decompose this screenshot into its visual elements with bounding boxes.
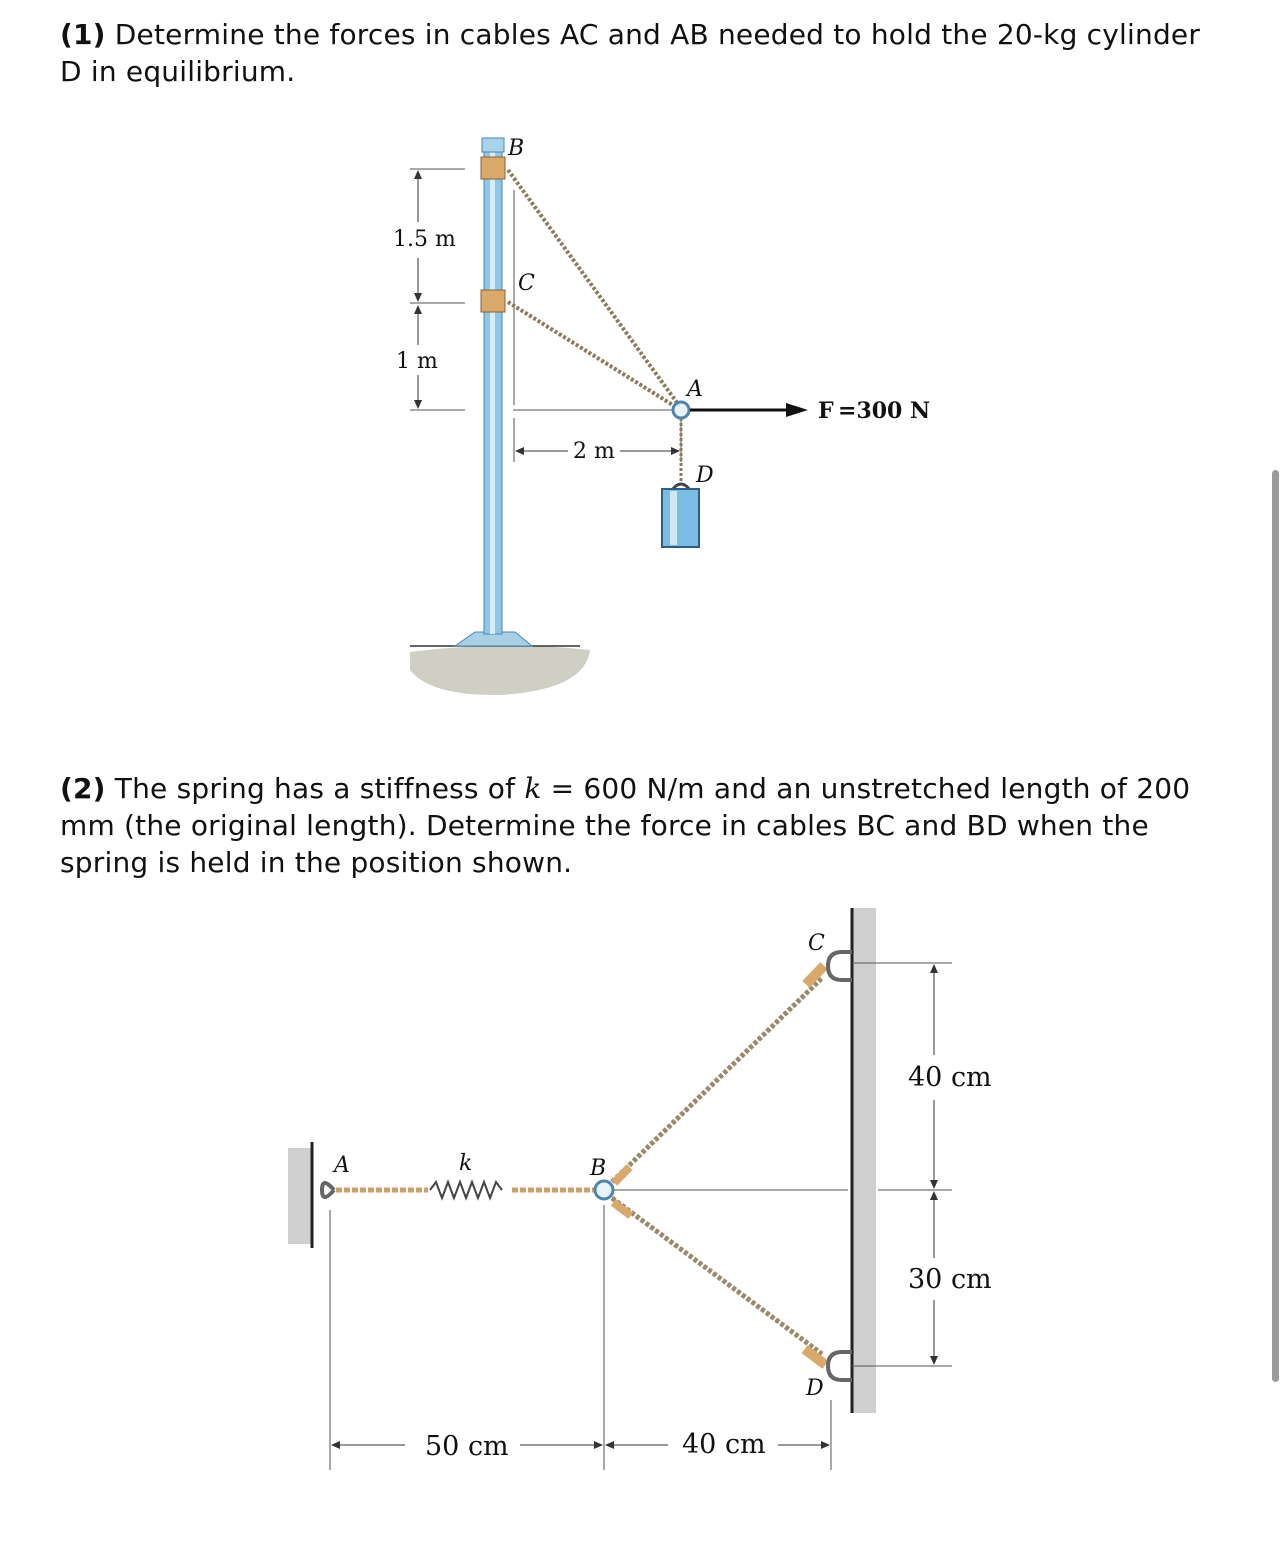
problem-2-number: (2) xyxy=(60,772,106,805)
anchor-d xyxy=(826,1350,852,1382)
dim-1-label: 1 m xyxy=(396,349,438,374)
scrollbar[interactable] xyxy=(1272,470,1279,1382)
label-c: C xyxy=(518,271,535,296)
dim-1-5-label: 1.5 m xyxy=(393,227,456,252)
fitting-d xyxy=(801,1345,829,1369)
dim-2-label: 2 m xyxy=(573,439,615,464)
problem-2-text-a: The spring has a stiffness of xyxy=(114,772,516,805)
label-d: D xyxy=(805,1376,824,1401)
problem-2-text-b: = 600 N/m and an unstretched length of 2… xyxy=(60,772,1191,879)
dim-40-horizontal-label: 40 cm xyxy=(682,1429,766,1460)
anchor-a xyxy=(319,1181,336,1199)
problem-1-text: Determine the forces in cables AC and AB… xyxy=(60,18,1201,88)
fitting-bd xyxy=(610,1199,634,1219)
dim-arrow xyxy=(671,447,680,455)
pole-cap xyxy=(481,137,505,153)
cylinder-d xyxy=(661,488,700,548)
cable-bd xyxy=(610,1195,824,1357)
pole-highlight xyxy=(490,150,495,634)
left-wall xyxy=(288,1148,312,1244)
problem-1: (1) Determine the forces in cables AC an… xyxy=(60,16,1230,90)
dim-arrow xyxy=(414,293,422,302)
label-b: B xyxy=(507,136,524,161)
dim-arrow xyxy=(515,447,524,455)
problem-2-k-symbol: k xyxy=(524,772,542,805)
label-a: A xyxy=(685,377,703,402)
dim-arrow xyxy=(930,1356,938,1365)
problem-1-number: (1) xyxy=(60,18,106,51)
dim-arrow xyxy=(930,1191,938,1200)
fitting-bc xyxy=(611,1164,633,1186)
pole-base xyxy=(453,631,534,647)
fitting-c xyxy=(802,962,828,988)
dim-30-label: 30 cm xyxy=(908,1264,992,1295)
dim-arrow xyxy=(821,1441,830,1449)
anchor-c xyxy=(826,950,852,982)
label-c: C xyxy=(808,931,825,956)
figure-1-pole-diagram: 1.5 m 1 m 2 m F =300 N B C A D xyxy=(393,136,930,696)
label-k: k xyxy=(459,1151,472,1176)
problem-2: (2) The spring has a stiffness of k = 60… xyxy=(60,770,1230,881)
label-d: D xyxy=(695,463,714,488)
dim-arrow xyxy=(594,1441,603,1449)
dim-arrow xyxy=(414,170,422,179)
force-arrow-head xyxy=(786,403,808,417)
dim-arrow xyxy=(414,305,422,314)
dim-arrow xyxy=(414,400,422,409)
label-a: A xyxy=(332,1153,350,1178)
label-b: B xyxy=(589,1156,606,1181)
dim-50-label: 50 cm xyxy=(425,1431,509,1462)
bracket-c xyxy=(480,289,506,313)
cable-ab xyxy=(506,168,680,406)
dim-arrow xyxy=(930,1180,938,1189)
right-wall xyxy=(852,908,876,1413)
cylinder-highlight xyxy=(670,491,677,545)
dim-arrow xyxy=(331,1441,340,1449)
dim-40-vertical-label: 40 cm xyxy=(908,1062,992,1093)
dim-arrow xyxy=(930,964,938,973)
ground xyxy=(410,645,590,696)
force-label: F =300 N xyxy=(818,398,930,424)
spring-k xyxy=(429,1179,503,1201)
dim-arrow xyxy=(605,1441,614,1449)
ring-b xyxy=(593,1179,615,1201)
bracket-b xyxy=(480,156,506,180)
cable-ac xyxy=(506,300,678,409)
cable-bc xyxy=(610,976,824,1184)
